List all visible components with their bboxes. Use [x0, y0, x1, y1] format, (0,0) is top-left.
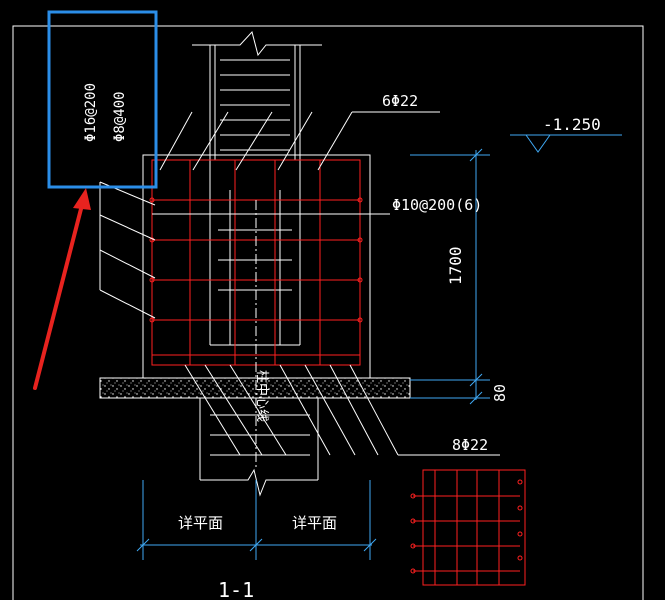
lower-column: [184, 364, 500, 497]
label-rebar-a: Φ16@200: [83, 83, 99, 142]
column-inner-lines: [209, 160, 301, 346]
label-bar-bottom: 8Φ22: [452, 436, 488, 454]
upper-column: [192, 30, 322, 160]
dimension-lines: [136, 134, 622, 560]
highlight-box: [47, 10, 158, 189]
label-pad-thickness: 80: [491, 384, 509, 402]
label-bar-top: 6Φ22: [382, 92, 418, 110]
label-height: 1700: [446, 246, 465, 285]
label-centerline: 柱中心线: [254, 370, 269, 422]
left-leader-lines: [99, 181, 156, 319]
label-elevation: -1.250: [543, 115, 601, 134]
concrete-pad: [99, 377, 411, 399]
label-detail-left: 详平面: [178, 514, 223, 532]
plan-detail: [410, 469, 526, 586]
label-rebar-b: Φ8@400: [112, 91, 128, 142]
label-section: 1-1: [218, 578, 254, 600]
label-detail-right: 详平面: [292, 514, 337, 532]
label-stirrup: Φ10@200(6): [392, 196, 482, 214]
drawing-frame: [12, 25, 644, 600]
annotation-arrow: [33, 188, 91, 390]
top-leader-lines: [159, 111, 440, 171]
